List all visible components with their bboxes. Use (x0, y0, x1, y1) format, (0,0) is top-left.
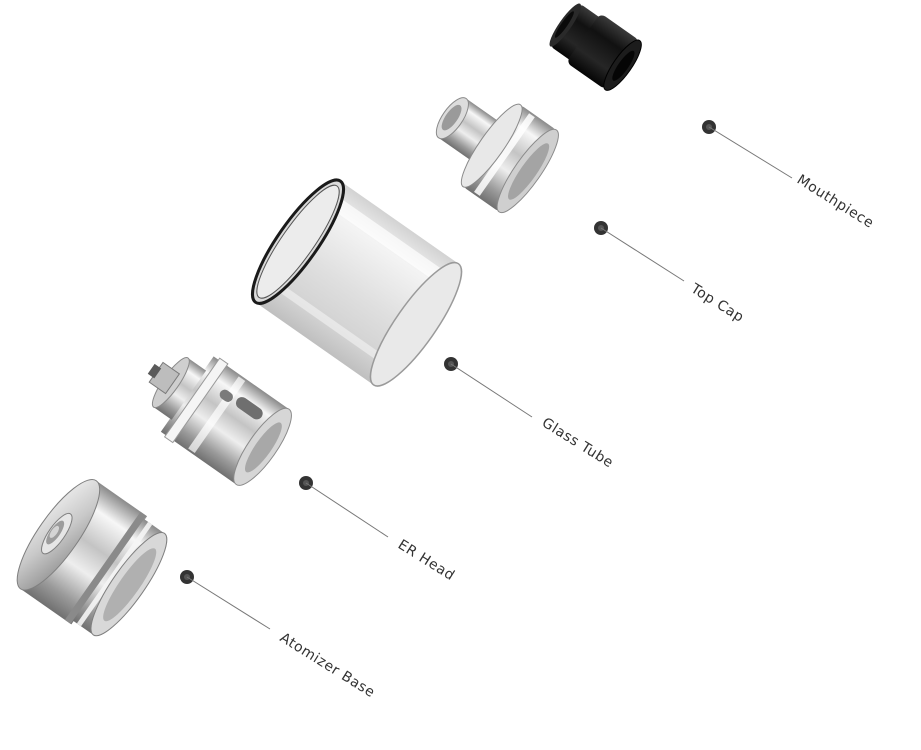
glass-tube-part (251, 178, 463, 387)
top-cap-part (435, 97, 559, 214)
callout-line-top-cap (600, 227, 685, 282)
mouthpiece-part (549, 3, 642, 91)
label-er-head: ER Head (395, 537, 458, 584)
label-glass-tube: Glass Tube (539, 415, 616, 472)
callout-line-er-head (305, 482, 389, 538)
label-atomizer-base: Atomizer Base (277, 630, 378, 701)
er-head-part (147, 356, 292, 486)
callout-line-mouthpiece (708, 126, 793, 179)
callout-line-glass-tube (450, 363, 533, 418)
label-top-cap: Top Cap (687, 280, 747, 326)
callout-line-atomizer-base (186, 576, 271, 630)
label-mouthpiece: Mouthpiece (794, 172, 877, 232)
atomizer-base-part (16, 479, 168, 637)
